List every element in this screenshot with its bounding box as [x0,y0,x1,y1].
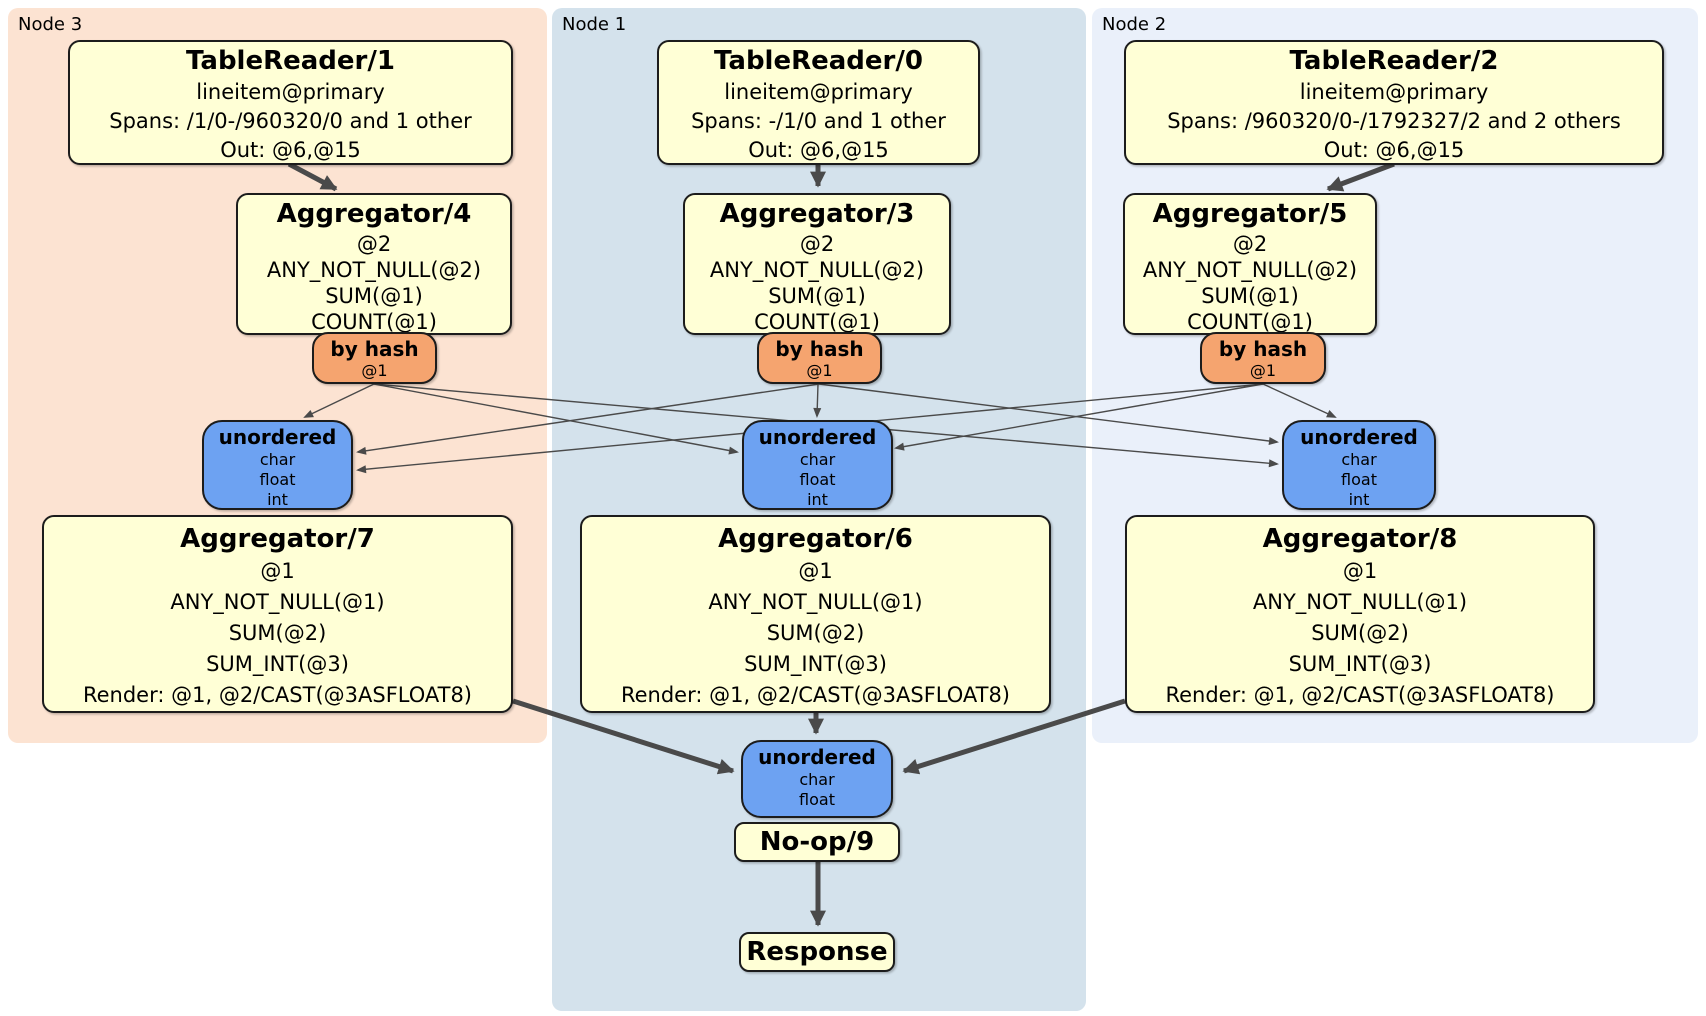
operator-spans: Spans: -/1/0 and 1 other [691,109,946,133]
sync-unordered-1: unordered char float int [202,420,353,510]
router-hash-cols: @1 [806,361,833,380]
operator-tablereader-0: TableReader/0 lineitem@primary Spans: -/… [657,40,980,165]
operator-aggfn: ANY_NOT_NULL(@2) [1142,258,1358,282]
operator-aggfn: SUM(@1) [768,284,866,308]
sync-title: unordered [218,425,337,449]
operator-spans: Spans: /1/0-/960320/0 and 1 other [109,109,472,133]
sync-col-type: int [807,490,828,509]
operator-aggfn: ANY_NOT_NULL(@1) [708,590,923,614]
operator-index: lineitem@primary [196,80,385,104]
operator-title: Aggregator/5 [1152,199,1348,229]
operator-title: TableReader/0 [714,46,923,76]
operator-aggfn: SUM_INT(@3) [744,652,887,676]
sync-col-type: float [259,470,296,489]
operator-tablereader-1: TableReader/1 lineitem@primary Spans: /1… [68,40,513,165]
sync-col-type: int [1348,490,1370,509]
operator-aggfn: SUM(@2) [1311,621,1409,645]
operator-aggfn: SUM(@2) [228,621,327,645]
router-title: by hash [775,337,864,361]
node-1-label: Node 1 [562,14,627,35]
operator-render-expr: Render: @1, @2/CAST(@3ASFLOAT8) [1165,683,1555,707]
operator-title: Response [746,937,888,967]
operator-title: Aggregator/7 [180,524,375,554]
sync-col-type: float [1341,470,1377,489]
operator-group-cols: @2 [1232,232,1268,256]
operator-aggfn: ANY_NOT_NULL(@1) [170,590,385,614]
operator-aggfn: COUNT(@1) [1187,310,1313,334]
operator-aggregator-7: Aggregator/7 @1 ANY_NOT_NULL(@1) SUM(@2)… [42,515,513,713]
operator-group-cols: @2 [356,232,392,256]
router-by-hash-3: by hash @1 [1200,332,1326,384]
operator-aggfn: SUM_INT(@3) [206,652,349,676]
operator-aggfn: SUM(@2) [766,621,865,645]
operator-group-cols: @1 [260,559,295,583]
operator-index: lineitem@primary [724,80,913,104]
operator-aggfn: COUNT(@1) [754,310,880,334]
router-hash-cols: @1 [1249,361,1277,380]
operator-aggregator-8: Aggregator/8 @1 ANY_NOT_NULL(@1) SUM(@2)… [1125,515,1595,713]
operator-tablereader-2: TableReader/2 lineitem@primary Spans: /9… [1124,40,1664,165]
sync-title: unordered [758,745,876,769]
node-3-label: Node 3 [18,14,83,35]
sync-title: unordered [758,425,877,449]
operator-render-expr: Render: @1, @2/CAST(@3ASFLOAT8) [82,683,473,707]
sync-col-type: char [799,770,835,789]
sync-unordered-2: unordered char float int [742,420,893,510]
operator-title: Aggregator/3 [719,199,915,229]
sync-col-type: char [259,450,296,469]
operator-group-cols: @2 [799,232,835,256]
router-title: by hash [330,337,419,361]
operator-out: Out: @6,@15 [220,138,361,162]
operator-noop-9: No-op/9 [734,822,900,862]
operator-render-expr: Render: @1, @2/CAST(@3ASFLOAT8) [620,683,1011,707]
operator-out: Out: @6,@15 [1323,138,1465,162]
sync-col-type: float [799,790,835,809]
sync-col-type: int [267,490,288,509]
operator-aggfn: SUM_INT(@3) [1288,652,1432,676]
operator-aggfn: COUNT(@1) [311,310,437,334]
sync-col-type: char [799,450,836,469]
router-hash-cols: @1 [361,361,388,380]
response-node: Response [739,932,895,972]
router-by-hash-1: by hash @1 [312,332,437,384]
operator-aggfn: ANY_NOT_NULL(@2) [709,258,925,282]
operator-aggregator-5: Aggregator/5 @2 ANY_NOT_NULL(@2) SUM(@1)… [1123,193,1377,335]
operator-aggfn: ANY_NOT_NULL(@1) [1252,590,1468,614]
operator-title: TableReader/2 [1289,46,1499,76]
node-2-label: Node 2 [1102,14,1167,35]
thick-flow-edges [287,161,1395,927]
sync-unordered-3: unordered char float int [1282,420,1436,510]
operator-aggregator-3: Aggregator/3 @2 ANY_NOT_NULL(@2) SUM(@1)… [683,193,951,335]
sync-unordered-final: unordered char float [741,740,893,818]
operator-title: No-op/9 [759,827,875,857]
sync-col-type: char [1341,450,1377,469]
operator-spans: Spans: /960320/0-/1792327/2 and 2 others [1167,109,1621,133]
operator-title: Aggregator/6 [718,524,913,554]
operator-aggregator-6: Aggregator/6 @1 ANY_NOT_NULL(@1) SUM(@2)… [580,515,1051,713]
operator-aggfn: ANY_NOT_NULL(@2) [266,258,482,282]
sync-title: unordered [1300,425,1418,449]
operator-aggfn: SUM(@1) [325,284,423,308]
router-by-hash-2: by hash @1 [757,332,882,384]
operator-title: Aggregator/4 [276,199,472,229]
operator-out: Out: @6,@15 [748,138,889,162]
operator-index: lineitem@primary [1299,80,1489,104]
router-title: by hash [1218,337,1308,361]
operator-group-cols: @1 [798,559,833,583]
operator-group-cols: @1 [1342,559,1378,583]
operator-title: Aggregator/8 [1262,524,1458,554]
sync-col-type: float [799,470,836,489]
operator-aggregator-4: Aggregator/4 @2 ANY_NOT_NULL(@2) SUM(@1)… [236,193,512,335]
operator-title: TableReader/1 [186,46,395,76]
operator-aggfn: SUM(@1) [1201,284,1299,308]
